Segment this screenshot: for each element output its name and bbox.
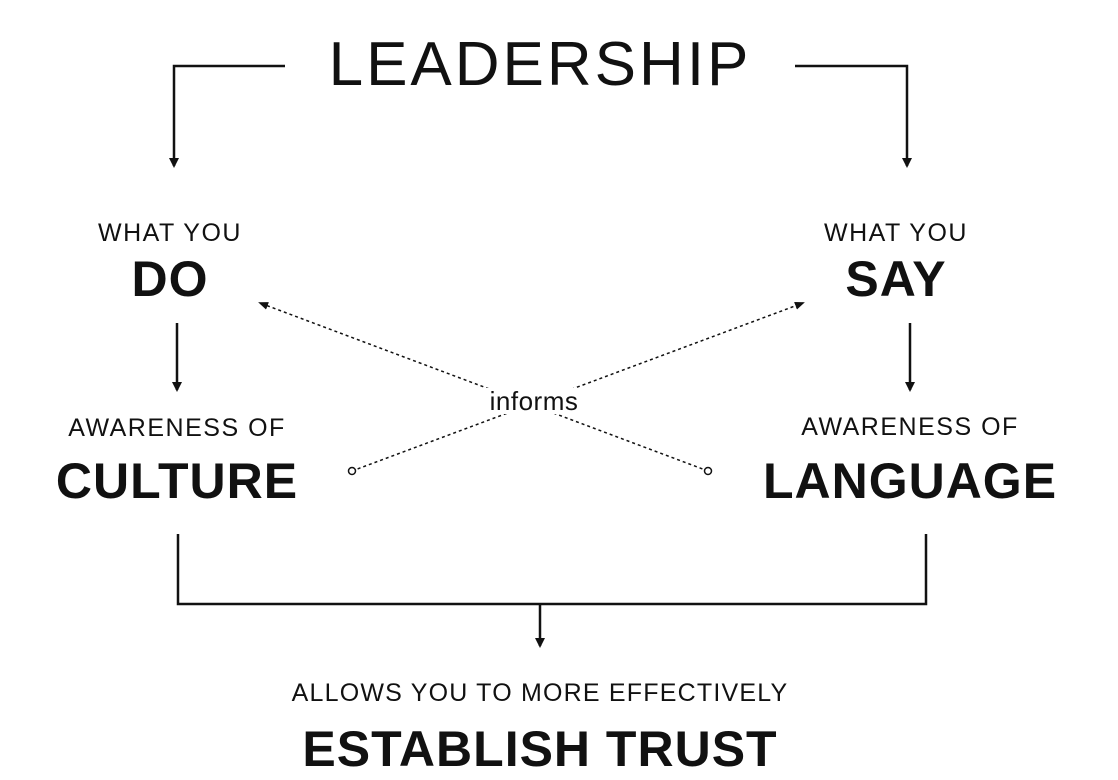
merge-bracket	[176, 534, 928, 606]
informs-label: informs	[470, 388, 598, 414]
say-prefix: WHAT YOU	[824, 219, 968, 247]
culture-connector-origin	[347, 466, 357, 476]
do-prefix: WHAT YOU	[98, 219, 242, 247]
leadership-to-do-connector	[169, 64, 285, 168]
do-label: DO	[131, 251, 209, 307]
outcome-prefix: ALLOWS YOU TO MORE EFFECTIVELY	[291, 679, 789, 707]
say-label: SAY	[845, 251, 947, 307]
leadership-to-say-connector	[795, 64, 912, 168]
language-connector-origin	[703, 466, 713, 476]
culture-informs-say-line	[351, 302, 805, 472]
outcome-label: ESTABLISH TRUST	[302, 721, 778, 777]
language-label: LANGUAGE	[762, 453, 1058, 509]
culture-label: CULTURE	[55, 453, 299, 509]
language-informs-do-line	[258, 302, 709, 472]
culture-prefix: AWARENESS OF	[68, 414, 286, 442]
language-prefix: AWARENESS OF	[801, 413, 1019, 441]
leadership-title: LEADERSHIP	[328, 30, 752, 99]
